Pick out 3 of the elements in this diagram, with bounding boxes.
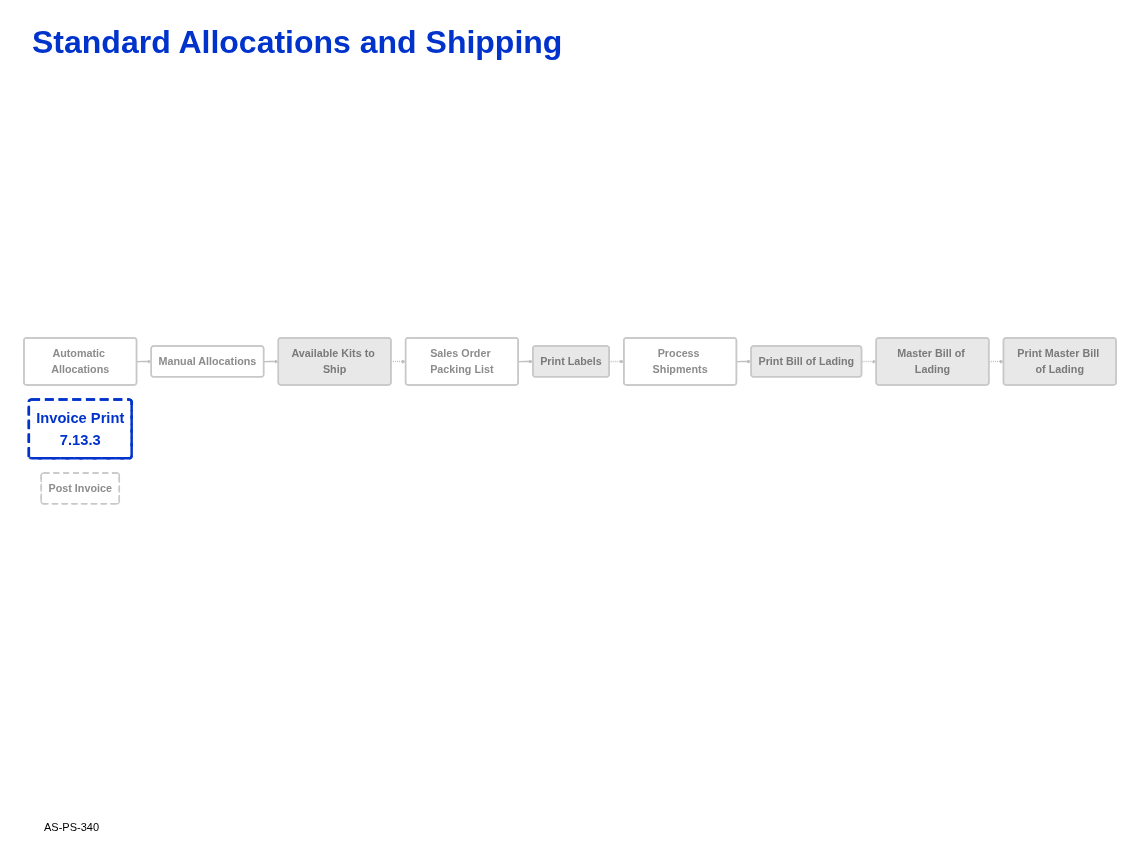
slide-code: AS-PS-340 <box>44 821 100 833</box>
slide-title: Standard Allocations and Shipping <box>32 24 564 61</box>
arrow <box>608 359 624 364</box>
